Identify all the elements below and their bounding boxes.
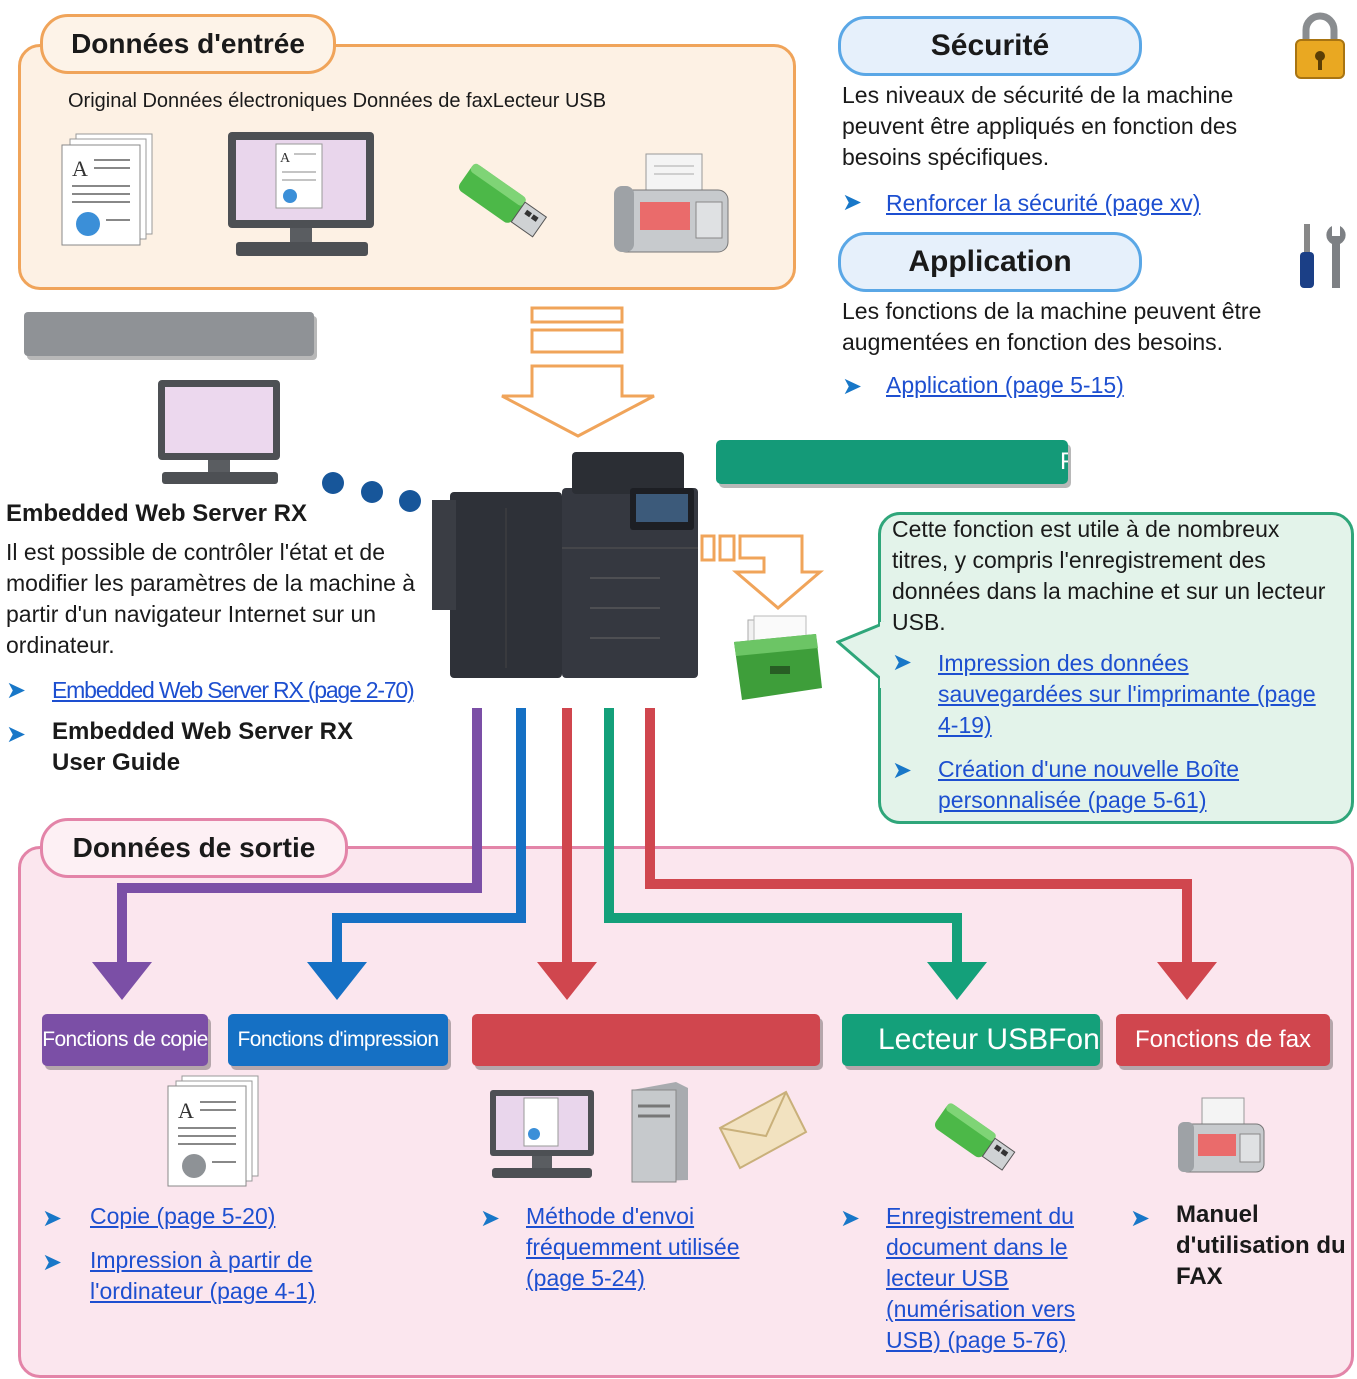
document-box-text: Cette fonction est utile à de nombreux t… [892,516,1326,635]
copy-function-bar: Fonctions de copie [42,1014,208,1066]
connection-dot [399,490,421,512]
fax-function-label: Fonctions de fax [1134,1026,1312,1053]
arrow-right-icon: ➤ [480,1205,501,1232]
usb-function-bar: Lecteur USBFonctions d'envoi [842,1014,1100,1066]
ews-title: Embedded Web Server RX [6,500,307,527]
document-box-banner: F [716,440,1068,484]
application-link[interactable]: Application (page 5-15) [886,372,1124,398]
computer-monitor-icon [156,378,282,488]
pc-banner: O [24,312,314,356]
server-tower-icon [626,1080,690,1184]
security-title: Sécurité [838,16,1142,76]
fax-machine-icon [610,150,732,260]
arrow-right-icon: ➤ [42,1205,63,1232]
arrow-right-icon: ➤ [42,1249,63,1276]
copy-link[interactable]: Copie (page 5-20) [90,1203,276,1229]
tools-icon [1296,222,1352,292]
usb-link[interactable]: Enregistrement du document dans le lecte… [886,1203,1076,1353]
security-text: Les niveaux de sécurité de la machine pe… [842,82,1238,170]
fax-function-bar: Fonctions de fax [1116,1014,1330,1066]
input-flow-arrow [496,306,660,440]
arrow-right-icon: ➤ [892,649,913,676]
application-title: Application [838,232,1142,292]
padlock-icon [1290,10,1350,82]
computer-monitor-icon [488,1088,596,1180]
document-box-link-print[interactable]: Impression des données sauvegardées sur … [938,650,1316,738]
fax-machine-icon [1176,1096,1266,1176]
document-stack-icon: A [58,130,158,248]
input-data-title: Données d'entrée [40,14,336,74]
envelope-icon [716,1088,810,1170]
storage-flow-arrow [700,532,826,612]
print-function-label: Fonctions d'impression [237,1028,440,1051]
ews-user-guide: Embedded Web Server RX User Guide [52,718,353,776]
document-box-info-panel [878,512,1354,824]
arrow-right-icon: ➤ [6,721,27,748]
print-link[interactable]: Impression à partir de l'ordinateur (pag… [90,1247,316,1304]
document-box-link-create[interactable]: Création d'une nouvelle Boîte personnali… [938,756,1240,813]
connection-dot [361,481,383,503]
connection-dot [322,472,344,494]
fax-manual: Manuel d'utilisation du FAX [1176,1201,1346,1290]
print-function-bar: Fonctions d'impression [228,1014,448,1066]
svg-text:A: A [178,1098,194,1123]
svg-text:A: A [72,156,88,181]
arrow-right-icon: ➤ [6,677,27,704]
document-box-storage-icon [730,614,826,704]
send-function-bar [472,1014,820,1066]
multifunction-printer-image [430,448,700,684]
svg-text:A: A [280,151,291,166]
document-stack-icon: A [164,1074,264,1188]
send-link[interactable]: Méthode d'envoi fréquemment utilisée (pa… [526,1203,740,1291]
application-text: Les fonctions de la machine peuvent être… [842,298,1262,355]
arrow-right-icon: ➤ [840,1205,861,1232]
document-box-banner-text: F [1060,448,1068,475]
arrow-right-icon: ➤ [842,189,863,216]
output-data-title: Données de sortie [40,818,348,878]
usb-drive-icon [448,150,554,250]
usb-function-label: Lecteur USBFonctions d'envoi [878,1023,1100,1056]
callout-pointer [835,620,886,690]
arrow-right-icon: ➤ [842,373,863,400]
usb-drive-icon [926,1092,1022,1182]
arrow-right-icon: ➤ [892,757,913,784]
ews-text: Il est possible de contrôler l'état et d… [6,539,416,658]
ews-link[interactable]: Embedded Web Server RX (page 2-70) [52,677,415,703]
security-link[interactable]: Renforcer la sécurité (page xv) [886,190,1201,216]
arrow-right-icon: ➤ [1130,1205,1151,1232]
copy-function-label: Fonctions de copie [42,1028,208,1051]
computer-monitor-icon: A [226,130,376,260]
input-sources-line: Original Données électroniques Données d… [68,90,607,112]
